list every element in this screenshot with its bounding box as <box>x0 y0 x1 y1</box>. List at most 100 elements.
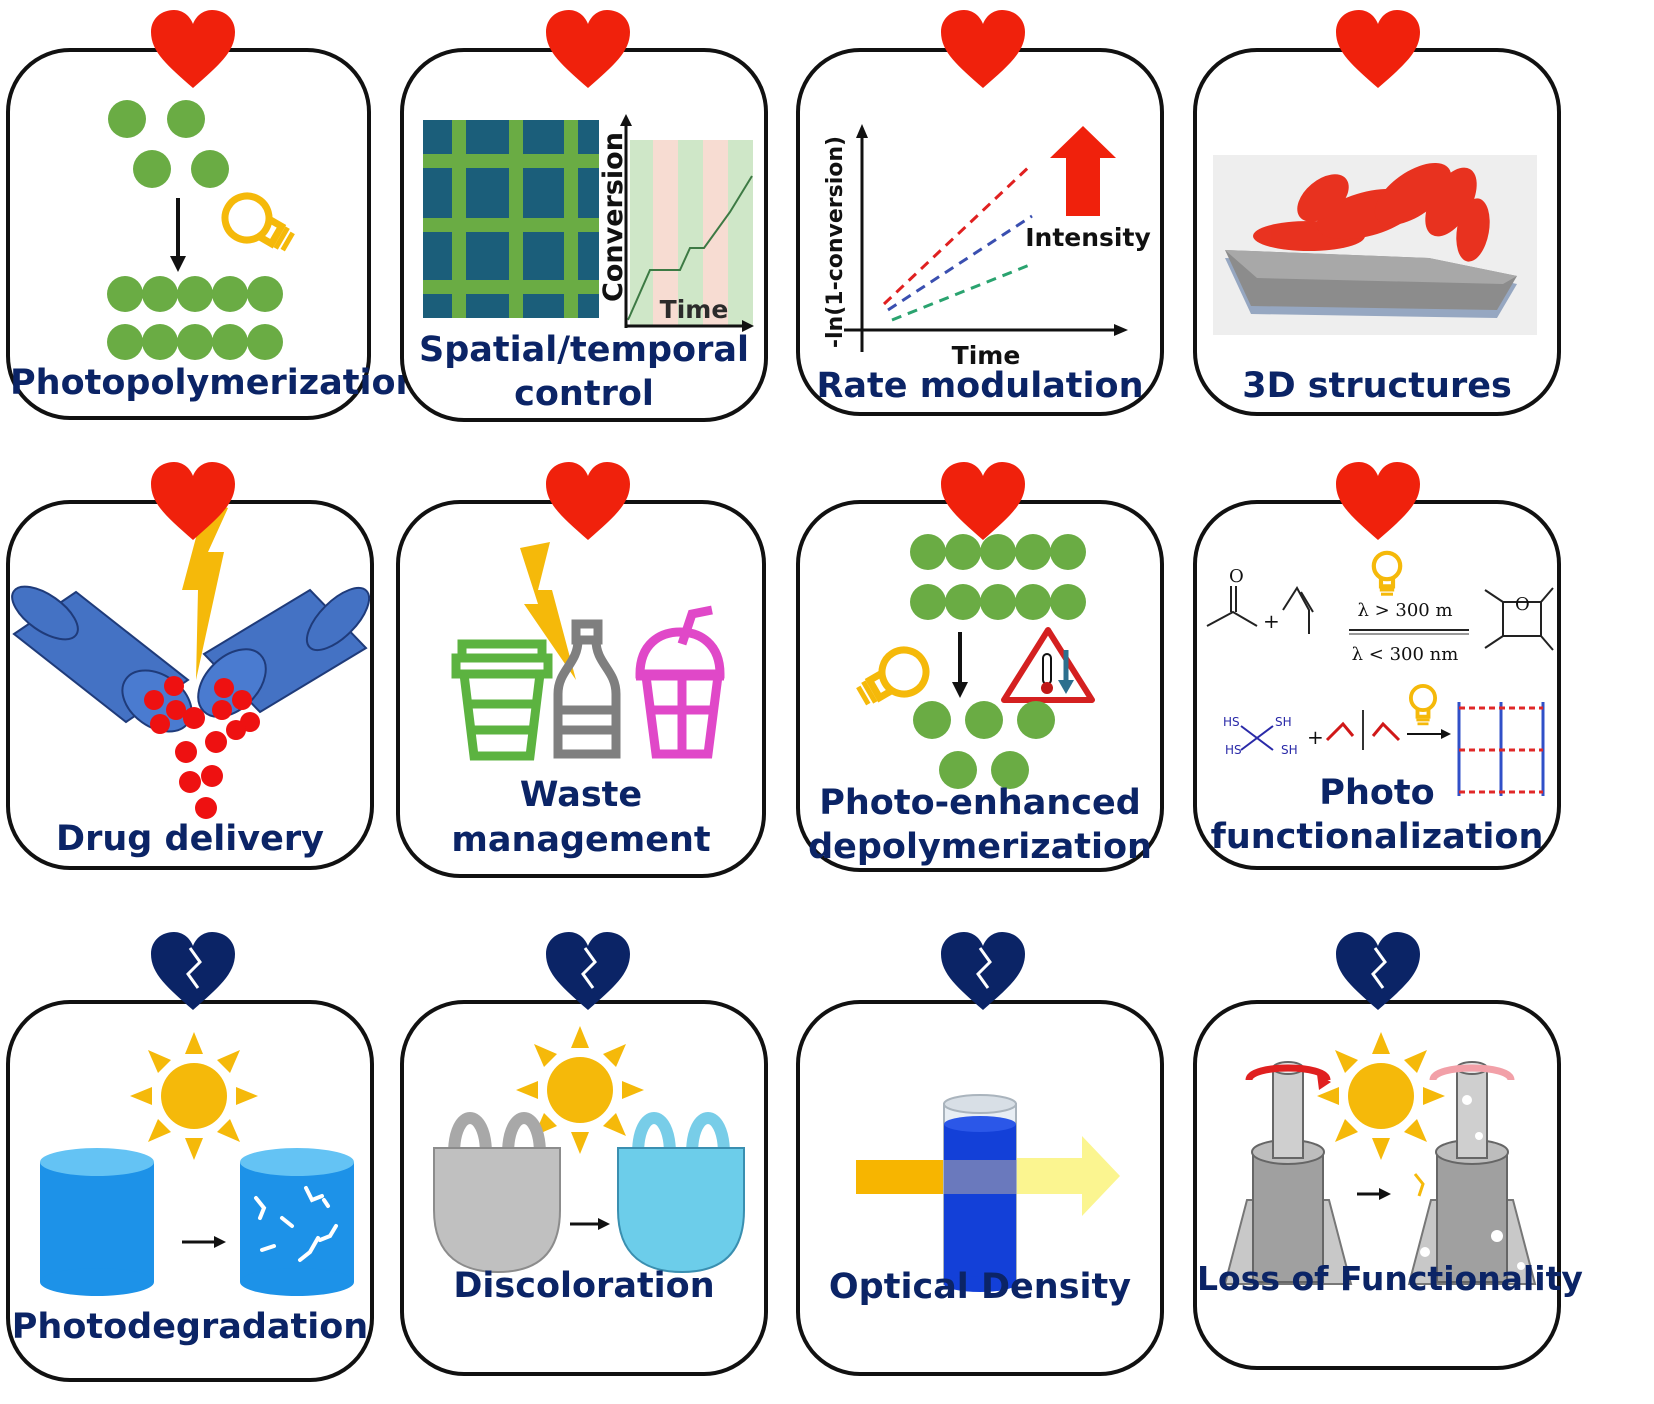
incident-light-beam <box>856 1160 956 1194</box>
loss-of-functionality-illustration <box>1223 1032 1537 1285</box>
svg-text:HS: HS <box>1225 743 1242 757</box>
3d-print-photo <box>1213 155 1537 335</box>
drug-particles <box>144 676 260 819</box>
card-loss-of-functionality: Loss of Functionality <box>1193 1000 1583 1370</box>
heart-icon <box>1336 462 1420 540</box>
card-label: Optical Density <box>828 1267 1132 1307</box>
carbonyl-oxygen-label: O <box>1229 566 1244 587</box>
monomer-circles <box>108 100 229 188</box>
svg-text:SH: SH <box>1275 715 1292 729</box>
oxygen-label: O <box>1515 594 1530 615</box>
polymer-circles <box>107 276 283 360</box>
depolymerization-illustration <box>800 534 1095 789</box>
network-polymer <box>1457 702 1545 796</box>
vinyl-sulfone-structure <box>1325 710 1401 750</box>
card-label: Photopolymerization <box>10 363 421 403</box>
card-photodegradation: Photodegradation <box>6 1000 374 1382</box>
card-label-line1: Spatial/temporal <box>419 330 749 370</box>
card-discoloration: Discoloration <box>400 1000 768 1376</box>
plot-ylabel: -ln(1-conversion) <box>823 136 848 348</box>
heart-icon <box>941 10 1025 88</box>
light-bulb-icon <box>852 642 934 715</box>
card-label-line1: Photo-enhanced <box>819 783 1141 823</box>
card-3d-structures: 3D structures <box>1193 48 1561 416</box>
card-waste-management: Waste management <box>396 500 766 878</box>
transmitted-light-beam <box>1008 1136 1120 1216</box>
lightning-icon <box>182 504 228 680</box>
rate-modulation-illustration: Intensity -ln(1-conversion) Time <box>823 124 1151 370</box>
plus-sign: + <box>1263 609 1280 633</box>
card-label: Photodegradation <box>11 1307 369 1347</box>
blue-bag-icon <box>617 1112 745 1274</box>
up-arrow-icon <box>1050 126 1116 216</box>
broken-heart-icon <box>1336 932 1420 1010</box>
card-label-line1: Photo <box>1319 773 1435 813</box>
card-label-line2: management <box>451 820 711 860</box>
monomer-circles <box>913 701 1055 789</box>
heart-icon <box>151 462 235 540</box>
plot-ylabel: Conversion <box>598 132 629 302</box>
broken-heart-icon <box>941 932 1025 1010</box>
card-photopolymerization: Photopolymerization <box>6 48 421 420</box>
conversion-time-plot <box>620 114 754 332</box>
card-label: Loss of Functionality <box>1197 1259 1583 1298</box>
drug-delivery-illustration <box>11 504 371 819</box>
photodegradation-illustration <box>40 1032 354 1296</box>
cuvette <box>943 1094 1017 1292</box>
heart-icon <box>1336 10 1420 88</box>
reverse-condition: λ < 300 nm <box>1352 644 1459 665</box>
light-bulb-icon <box>1374 553 1400 594</box>
broken-heart-icon <box>546 932 630 1010</box>
card-spatial-temporal: Conversion Time Spatial/temporal control <box>400 48 768 422</box>
light-bulb-icon <box>217 188 299 261</box>
broken-heart-icon <box>151 932 235 1010</box>
card-label: Rate modulation <box>816 366 1144 406</box>
optical-density-illustration <box>856 1094 1120 1292</box>
card-label: Drug delivery <box>56 819 324 859</box>
forward-condition: λ > 300 m <box>1357 600 1452 621</box>
heart-icon <box>546 462 630 540</box>
card-rate-modulation: Intensity -ln(1-conversion) Time Rate mo… <box>796 48 1164 416</box>
card-photo-depolymerization: Photo-enhanced depolymerization <box>796 500 1164 872</box>
temperature-warning-icon <box>1001 627 1095 703</box>
sun-icon <box>130 1032 258 1160</box>
ketone-structure <box>1206 586 1554 651</box>
plot-xlabel: Time <box>952 341 1021 370</box>
polymer-circles <box>910 534 1086 620</box>
card-photo-functionalization: O O + λ > 300 m λ < 300 nm HS SH HS SH + <box>1193 500 1561 870</box>
card-label-line2: control <box>514 374 654 414</box>
mid-rate-line <box>887 214 1033 312</box>
svg-text:SH: SH <box>1281 743 1298 757</box>
card-optical-density: Optical Density <box>796 1000 1164 1376</box>
high-rate-line <box>882 162 1034 306</box>
arrow-label: Intensity <box>1025 223 1151 252</box>
card-drug-delivery: Drug delivery <box>6 500 374 870</box>
sun-icon <box>1317 1032 1445 1160</box>
thiol-monomer: HS SH HS SH <box>1223 715 1298 757</box>
card-label: 3D structures <box>1242 366 1512 406</box>
intact-cylinder <box>40 1148 154 1296</box>
bottle-icon <box>553 619 621 759</box>
new-shaft-assembly <box>1223 1061 1353 1285</box>
functionalization-illustration: O O + λ > 300 m λ < 300 nm HS SH HS SH + <box>1206 504 1554 796</box>
spatial-temporal-illustration: Conversion Time <box>423 114 754 332</box>
grey-bag-icon <box>433 1112 561 1274</box>
low-rate-line <box>891 262 1033 322</box>
discoloration-illustration <box>433 1026 745 1274</box>
light-bulb-icon <box>1408 683 1438 726</box>
degraded-cylinder <box>240 1148 354 1296</box>
svg-text:HS: HS <box>1223 715 1240 729</box>
heart-icon <box>546 10 630 88</box>
card-label-line2: depolymerization <box>808 827 1152 867</box>
smoothie-cup-icon <box>635 605 725 759</box>
photopolymerization-illustration <box>107 100 375 360</box>
heart-icon <box>151 10 235 88</box>
card-label: Discoloration <box>453 1266 715 1306</box>
heart-icon <box>941 462 1025 540</box>
card-label-line2: functionalization <box>1210 817 1544 857</box>
plus-sign: + <box>1307 725 1324 749</box>
cup-icon <box>451 639 553 761</box>
card-label-line1: Waste <box>519 775 643 815</box>
waste-management-illustration <box>451 542 725 761</box>
lightning-icon <box>520 542 576 680</box>
